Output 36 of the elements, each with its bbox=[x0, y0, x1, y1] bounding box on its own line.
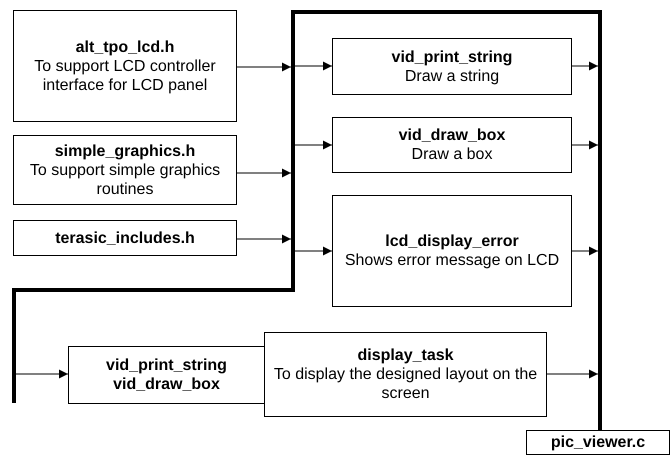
module-name: vid_print_string bbox=[392, 48, 512, 66]
module-name: lcd_display_error bbox=[385, 232, 519, 251]
module-name: simple_graphics.h bbox=[54, 142, 196, 160]
module-description: Shows error message on LCD bbox=[344, 251, 560, 270]
arrow bbox=[294, 140, 332, 150]
arrow bbox=[572, 246, 598, 256]
arrow bbox=[294, 62, 332, 70]
module-box bbox=[264, 332, 547, 417]
module-description: To support simple graphics routines bbox=[28, 160, 222, 198]
arrow bbox=[236, 234, 292, 244]
module-name: alt_tpo_lcd.h bbox=[76, 38, 174, 56]
arrow bbox=[294, 246, 332, 256]
module-box bbox=[332, 117, 572, 173]
module-box bbox=[332, 38, 572, 95]
arrow bbox=[572, 62, 598, 70]
module-name: pic_viewer.c bbox=[550, 433, 646, 452]
module-name: vid_draw_box bbox=[113, 375, 220, 394]
module-name: vid_print_string bbox=[106, 356, 227, 375]
module-box bbox=[68, 346, 265, 404]
module-name: terasic_includes.h bbox=[55, 228, 195, 248]
module-name: display_task bbox=[357, 346, 454, 365]
module-name: vid_draw_box bbox=[398, 126, 506, 145]
module-box bbox=[13, 220, 237, 256]
arrow bbox=[572, 140, 598, 150]
module-box bbox=[13, 10, 237, 122]
arrow bbox=[236, 168, 292, 178]
module-box bbox=[332, 195, 572, 307]
arrow bbox=[236, 62, 292, 72]
module-box bbox=[13, 135, 237, 205]
module-description: Draw a box bbox=[412, 145, 492, 164]
arrow bbox=[16, 370, 68, 378]
module-description: To display the designed layout on the screen bbox=[272, 365, 538, 403]
module-description: Draw a string bbox=[404, 66, 500, 86]
arrow bbox=[546, 370, 598, 378]
file-name-tab bbox=[526, 430, 670, 455]
module-description: To support LCD controller interface for LCD panel bbox=[33, 56, 217, 94]
